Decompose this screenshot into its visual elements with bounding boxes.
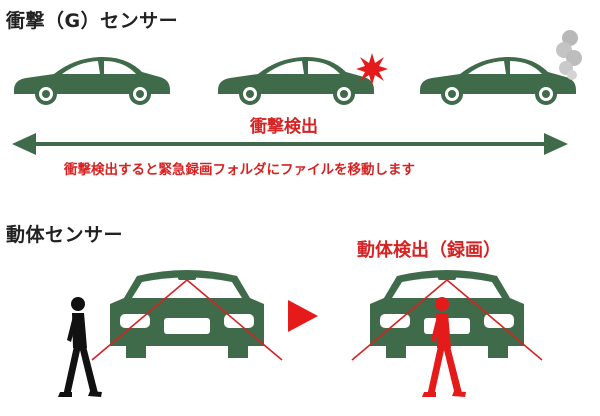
car-side-impact-icon bbox=[218, 56, 374, 105]
car-side-normal-icon bbox=[14, 56, 170, 105]
walking-person-icon bbox=[58, 297, 102, 397]
collision-burst-icon bbox=[356, 53, 388, 85]
g-sensor-description: 衝撃検出すると緊急録画フォルダにファイルを移動します bbox=[64, 162, 415, 178]
transition-arrow-icon bbox=[288, 300, 318, 332]
car-side-smoking-icon bbox=[420, 56, 576, 105]
smoke-icon bbox=[556, 30, 582, 80]
motion-detect-label: 動体検出（録画） bbox=[357, 240, 501, 261]
impact-detect-label: 衝撃検出 bbox=[250, 117, 318, 137]
car-front-icon bbox=[110, 270, 264, 358]
car-front-sensor-view-left bbox=[91, 270, 283, 361]
timeline-double-arrow bbox=[12, 133, 568, 155]
detected-person-icon bbox=[422, 297, 466, 397]
motion-sensor-title: 動体センサー bbox=[6, 224, 124, 246]
g-sensor-title: 衝撃（G）センサー bbox=[6, 10, 179, 32]
